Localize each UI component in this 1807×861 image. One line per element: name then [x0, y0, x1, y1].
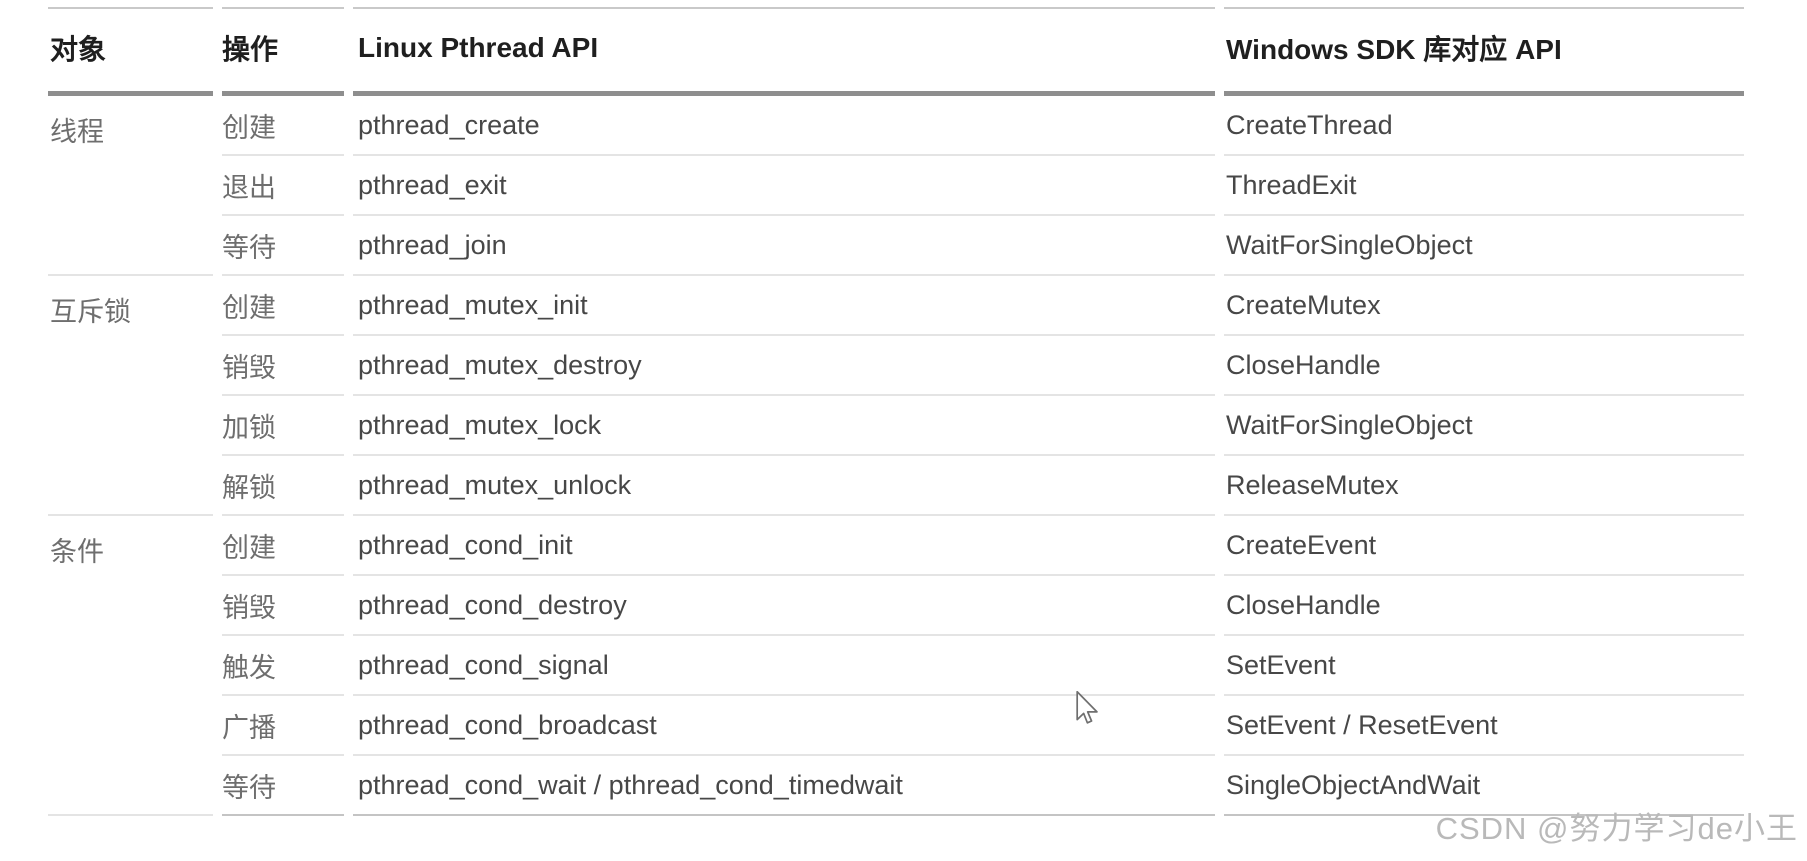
header-linux-api: Linux Pthread API [353, 7, 1215, 96]
windows-api-cell: CloseHandle [1224, 336, 1744, 396]
object-cell: 条件 [48, 516, 213, 816]
linux-api-cell: pthread_cond_init [353, 516, 1215, 576]
operation-cell: 加锁 [222, 396, 344, 456]
windows-api-cell: SingleObjectAndWait [1224, 756, 1744, 816]
linux-api-cell: pthread_create [353, 96, 1215, 156]
operation-cell: 退出 [222, 156, 344, 216]
operation-cell: 销毁 [222, 576, 344, 636]
windows-api-cell: SetEvent / ResetEvent [1224, 696, 1744, 756]
windows-api-cell: CreateEvent [1224, 516, 1744, 576]
object-cell: 线程 [48, 96, 213, 276]
linux-api-cell: pthread_mutex_unlock [353, 456, 1215, 516]
object-cell: 互斥锁 [48, 276, 213, 516]
windows-api-cell: WaitForSingleObject [1224, 396, 1744, 456]
linux-api-cell: pthread_cond_signal [353, 636, 1215, 696]
operation-cell: 销毁 [222, 336, 344, 396]
operation-cell: 创建 [222, 276, 344, 336]
windows-api-cell: SetEvent [1224, 636, 1744, 696]
linux-api-cell: pthread_cond_destroy [353, 576, 1215, 636]
windows-api-cell: CreateThread [1224, 96, 1744, 156]
windows-api-cell: ThreadExit [1224, 156, 1744, 216]
header-windows-api: Windows SDK 库对应 API [1224, 7, 1744, 96]
operation-cell: 等待 [222, 216, 344, 276]
windows-api-cell: ReleaseMutex [1224, 456, 1744, 516]
linux-api-cell: pthread_exit [353, 156, 1215, 216]
operation-cell: 等待 [222, 756, 344, 816]
operation-cell: 广播 [222, 696, 344, 756]
linux-api-cell: pthread_mutex_init [353, 276, 1215, 336]
header-object: 对象 [48, 7, 213, 96]
pthread-winapi-mapping-table: 对象 操作 Linux Pthread API Windows SDK 库对应 … [39, 7, 1753, 816]
header-operation: 操作 [222, 7, 344, 96]
operation-cell: 创建 [222, 516, 344, 576]
csdn-watermark: CSDN @努力学习de小王 [1435, 811, 1798, 846]
linux-api-cell: pthread_cond_broadcast [353, 696, 1215, 756]
operation-cell: 创建 [222, 96, 344, 156]
operation-cell: 解锁 [222, 456, 344, 516]
table-header-row: 对象 操作 Linux Pthread API Windows SDK 库对应 … [48, 7, 1744, 96]
operation-cell: 触发 [222, 636, 344, 696]
windows-api-cell: CreateMutex [1224, 276, 1744, 336]
linux-api-cell: pthread_mutex_destroy [353, 336, 1215, 396]
windows-api-cell: CloseHandle [1224, 576, 1744, 636]
linux-api-cell: pthread_join [353, 216, 1215, 276]
linux-api-cell: pthread_mutex_lock [353, 396, 1215, 456]
linux-api-cell: pthread_cond_wait / pthread_cond_timedwa… [353, 756, 1215, 816]
windows-api-cell: WaitForSingleObject [1224, 216, 1744, 276]
